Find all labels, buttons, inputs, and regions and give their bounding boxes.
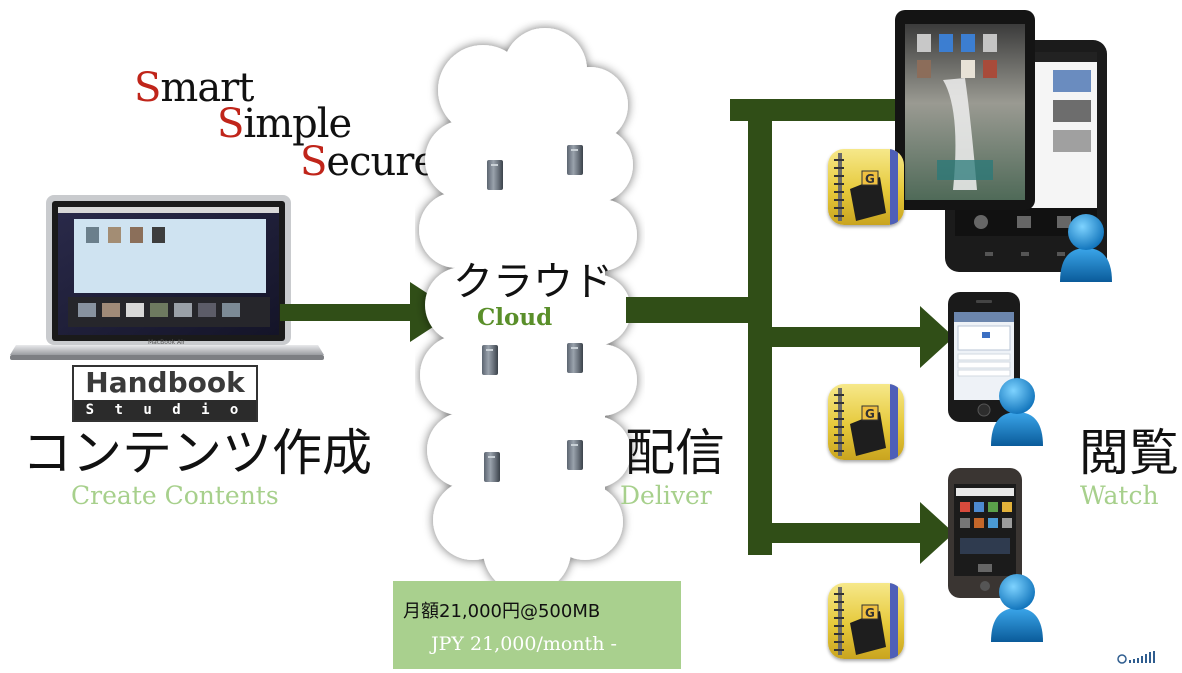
deliver-label-en: Deliver: [620, 481, 712, 510]
watch-label-en: Watch: [1080, 481, 1159, 510]
tagline-word: mart: [160, 65, 254, 111]
tagline-word: imple: [243, 101, 352, 147]
server-icon: [484, 452, 500, 482]
tagline-secure: Secure: [300, 139, 437, 185]
server-icon: [487, 160, 503, 190]
cloud-label-jp: クラウド: [453, 259, 613, 305]
cloud-label-en: Cloud: [477, 304, 553, 331]
tagline-initial: S: [300, 139, 327, 185]
smartphone-icon: [948, 468, 1022, 598]
price-en: JPY 21,000/month -: [431, 633, 617, 655]
create-label-jp: コンテンツ作成: [22, 424, 372, 482]
tagline-initial: S: [217, 101, 244, 147]
create-label-en: Create Contents: [71, 481, 279, 510]
signal-logo-icon: [1117, 651, 1155, 664]
server-icon: [567, 145, 583, 175]
server-icon: [567, 440, 583, 470]
smartphone-icon: [948, 292, 1020, 422]
app-icon: G: [828, 583, 904, 659]
app-icon: G: [828, 149, 904, 225]
logo-sub-text: S t u d i o: [85, 402, 245, 418]
server-icon: [482, 345, 498, 375]
price-jp: 月額21,000円@500MB: [403, 601, 601, 622]
price-box: 月額21,000円@500MB JPY 21,000/month -: [393, 581, 681, 669]
tagline-smart: Smart: [134, 65, 254, 111]
watch-label-jp: 閲覧: [1079, 424, 1179, 482]
tagline-initial: S: [134, 65, 161, 111]
server-icon: [567, 343, 583, 373]
svg-text:G: G: [865, 172, 875, 186]
user-icon: [1060, 214, 1112, 282]
handbook-studio-logo: Handbook S t u d i o: [72, 365, 258, 422]
tagline-simple: Simple: [217, 101, 352, 147]
tablet-icon: [895, 10, 1035, 210]
deliver-label-jp: 配信: [625, 424, 725, 482]
user-icon: [991, 378, 1043, 446]
logo-word: Handbook: [85, 366, 245, 399]
svg-text:G: G: [865, 606, 875, 620]
laptop-icon: [10, 195, 324, 360]
tagline-word: ecure: [326, 139, 437, 185]
app-icon: G: [828, 384, 904, 460]
logo-sub: S t u d i o: [74, 400, 256, 420]
laptop-brand: MacBook Air: [148, 339, 186, 346]
svg-text:G: G: [865, 407, 875, 421]
user-icon: [991, 574, 1043, 642]
